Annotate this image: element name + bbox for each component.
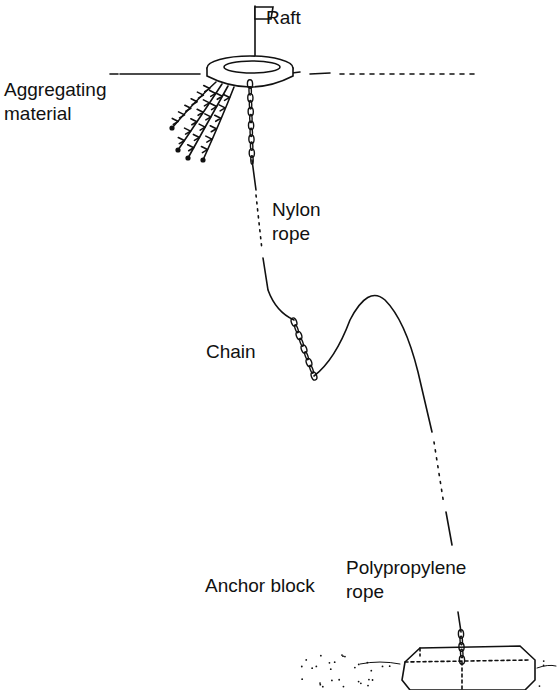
aggregating-material	[170, 82, 234, 162]
strand-barb	[219, 105, 225, 111]
strand-barb	[201, 147, 207, 153]
polypropylene-rope	[434, 442, 444, 505]
strand-barb	[185, 128, 191, 134]
seabed-dot	[368, 679, 370, 681]
seabed-dot	[334, 661, 336, 663]
seabed-dot	[319, 684, 321, 686]
anchor-block	[402, 646, 535, 690]
seabed-dot	[301, 678, 303, 680]
seabed-dot	[341, 654, 343, 656]
seabed-dot	[382, 666, 384, 668]
seabed-dot	[344, 656, 346, 658]
water-line	[110, 73, 118, 75]
part-label: Aggregating material	[4, 78, 134, 126]
seabed-dot	[358, 664, 360, 666]
seabed-dot	[389, 665, 391, 667]
raft-inner	[224, 61, 280, 73]
strand-barb	[210, 90, 216, 96]
part-label: Anchor block	[205, 574, 315, 598]
water-line	[340, 73, 480, 75]
seabed-dot	[311, 667, 313, 669]
chain-link	[251, 156, 254, 164]
strand-barb	[172, 118, 178, 124]
strand-barb	[210, 126, 216, 132]
strand-barb	[206, 136, 212, 142]
seabed-dot	[319, 682, 321, 684]
strand-end	[186, 156, 190, 160]
seabed-dot	[329, 662, 331, 664]
seabed	[301, 654, 556, 687]
chain-link	[459, 656, 465, 665]
strand-barb	[193, 134, 199, 140]
seabed-dot	[360, 682, 362, 684]
part-label: Polypropylene rope	[346, 556, 496, 604]
strand-barb	[216, 93, 222, 99]
chain-link	[310, 371, 318, 381]
strand-end	[170, 126, 174, 130]
seabed-dot	[343, 686, 345, 688]
seabed-dot	[354, 667, 356, 669]
strand-barb	[188, 145, 194, 151]
strand-end	[201, 158, 205, 162]
part-label: Chain	[206, 340, 256, 364]
seabed-dot	[305, 659, 307, 661]
raft	[207, 68, 293, 87]
seabed-dot	[315, 665, 317, 667]
seabed-line	[360, 662, 556, 668]
strand-barb	[215, 115, 221, 121]
nylon-rope	[256, 195, 262, 250]
seabed-dot	[372, 679, 374, 681]
seabed-dot	[367, 685, 369, 687]
strand-barb	[185, 105, 191, 111]
polypropylene-rope	[458, 612, 461, 632]
seabed-dot	[338, 679, 340, 681]
strand-barb	[197, 92, 203, 98]
seabed-dot	[331, 679, 333, 681]
strand-barb	[197, 109, 203, 115]
strand-barb	[178, 138, 184, 144]
seabed-dot	[320, 655, 322, 657]
seabed-dot	[322, 686, 324, 688]
strand-barb	[191, 99, 197, 105]
strand-barb	[211, 104, 217, 110]
anchor-block-edge	[405, 648, 530, 690]
polypropylene-rope	[314, 296, 432, 433]
part-label: Nylon rope	[272, 198, 342, 246]
strand-end	[176, 148, 180, 152]
seabed-dot	[358, 681, 360, 683]
strand-barb	[205, 114, 211, 120]
seabed-dot	[370, 670, 372, 672]
seabed-dot	[543, 660, 545, 662]
strand-barb	[199, 124, 205, 130]
seabed-dot	[330, 668, 332, 670]
strand-barb	[204, 86, 210, 92]
seabed-dot	[301, 666, 303, 668]
strand-barb	[224, 94, 230, 100]
polypropylene-rope	[446, 512, 452, 545]
raft-label: Raft	[266, 6, 301, 30]
nylon-rope	[263, 258, 294, 320]
seabed-dot	[539, 685, 541, 687]
strand-barb	[191, 119, 197, 125]
strand-barb	[179, 112, 185, 118]
strand-barb	[203, 100, 209, 106]
